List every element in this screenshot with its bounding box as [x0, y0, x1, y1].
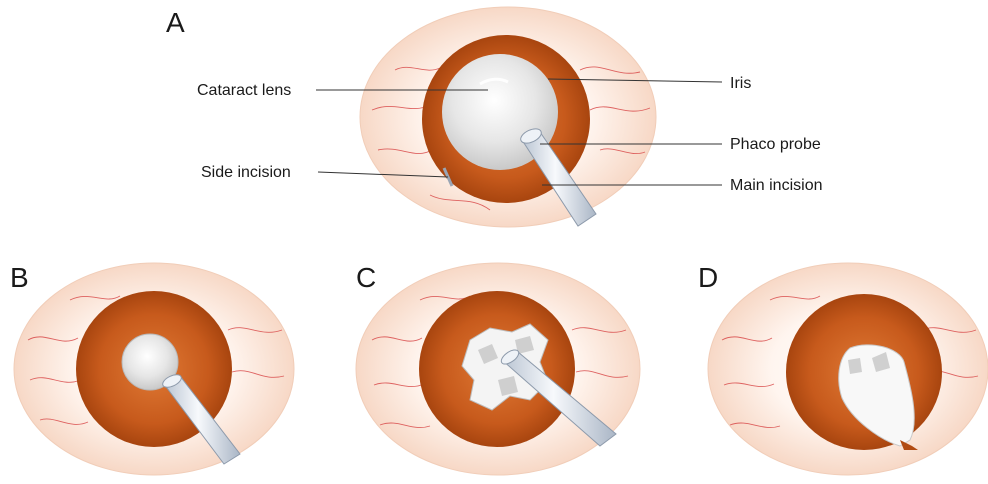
panel-d: D: [698, 262, 988, 475]
label-phaco-probe: Phaco probe: [730, 136, 821, 153]
panel-b: B: [10, 262, 294, 475]
label-main-incision: Main incision: [730, 177, 822, 194]
panel-letter-c: C: [356, 262, 376, 293]
label-side-incision: Side incision: [201, 164, 291, 181]
panel-letter-b: B: [10, 262, 29, 293]
panel-a: A Cataract lens Iris Side incision P: [166, 7, 822, 227]
panel-letter-a: A: [166, 7, 185, 38]
label-iris: Iris: [730, 75, 751, 92]
panel-letter-d: D: [698, 262, 718, 293]
panel-c: C: [356, 262, 640, 475]
label-cataract-lens: Cataract lens: [197, 82, 291, 99]
